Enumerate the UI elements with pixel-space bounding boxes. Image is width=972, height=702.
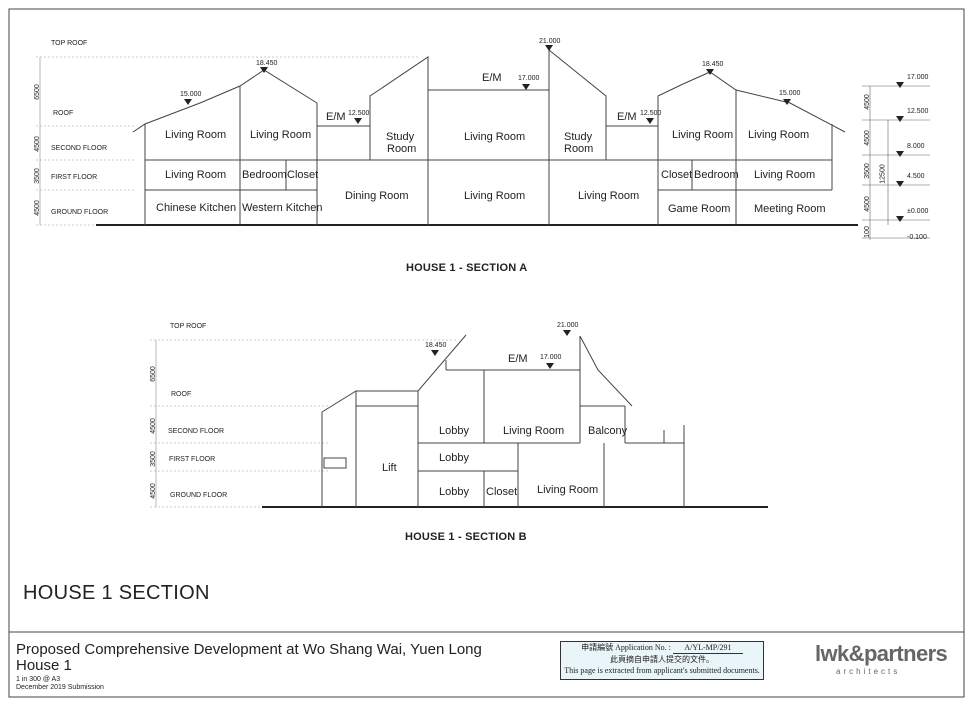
right-dim: 12500 — [879, 164, 887, 184]
room-label: Study — [386, 131, 415, 143]
section-b-drawing — [150, 334, 768, 508]
submission-date: December 2019 Submission — [16, 684, 104, 691]
section-b-left-dim: 3500 — [149, 451, 157, 467]
section-a-level-top-roof: TOP ROOF — [51, 40, 88, 47]
room-label: Meeting Room — [754, 203, 826, 215]
level-mark: 18.450 — [256, 60, 278, 67]
section-a-drawing — [36, 49, 930, 240]
room-label: Living Room — [672, 129, 734, 141]
level-mark: 15.000 — [180, 91, 202, 98]
room-label: Western Kitchen — [242, 202, 323, 214]
section-a-title: HOUSE 1 - SECTION A — [406, 262, 528, 274]
room-label: Living Room — [165, 169, 227, 181]
room-label: Room — [387, 143, 417, 155]
em-label: E/M — [326, 111, 346, 123]
level-mark: 17.000 — [518, 75, 540, 82]
section-a-level-ground-floor: GROUND FLOOR — [51, 209, 109, 216]
room-label: Lift — [382, 462, 397, 474]
room-label: Lobby — [439, 425, 469, 437]
title-block-border — [8, 631, 965, 698]
room-label: Living Room — [464, 131, 526, 143]
room-label: Closet — [287, 169, 319, 181]
application-number: A/YL-MP/291 — [672, 642, 743, 654]
room-label: Study — [564, 131, 593, 143]
stamp-label: 申請編號 Application No. : — [581, 643, 671, 652]
right-level: 4.500 — [907, 173, 925, 180]
room-label: Game Room — [668, 203, 731, 215]
room-label: Bedroom — [694, 169, 739, 181]
stamp-chinese-note: 此頁摘自申請人提交的文件。 — [610, 655, 714, 664]
right-dim: 4500 — [863, 130, 871, 146]
room-label: Living Room — [503, 425, 565, 437]
room-label: Living Room — [464, 190, 526, 202]
section-b-left-dim: 4500 — [149, 418, 157, 434]
level-mark: 12.500 — [640, 110, 662, 117]
room-label: Lobby — [439, 452, 469, 464]
room-label: Living Room — [165, 129, 227, 141]
project-title: Proposed Comprehensive Development at Wo… — [16, 641, 482, 658]
drawing-scale: 1 in 300 @ A3 — [16, 676, 61, 683]
section-b-left-dim: 6500 — [149, 366, 157, 382]
right-dim: 100 — [863, 226, 871, 238]
room-label: Living Room — [578, 190, 640, 202]
right-dim: 4500 — [863, 196, 871, 212]
level-mark: 18.450 — [425, 342, 447, 349]
section-b-level-top-roof: TOP ROOF — [170, 323, 207, 330]
level-mark: 21.000 — [557, 322, 579, 329]
right-level: 12.500 — [907, 108, 929, 115]
room-label: Closet — [486, 486, 518, 498]
section-a-left-dim: 4500 — [33, 136, 41, 152]
room-label: Closet — [661, 169, 693, 181]
level-mark: 21.000 — [539, 38, 561, 45]
room-label: Living Room — [754, 169, 816, 181]
company-logo: lwk&partners — [815, 641, 948, 666]
right-dim: 4500 — [863, 94, 871, 110]
room-label: Chinese Kitchen — [156, 202, 237, 214]
section-b-level-markers — [431, 330, 571, 369]
room-label: Dining Room — [345, 190, 409, 202]
right-level: 8.000 — [907, 143, 925, 150]
section-b-left-dim: 4500 — [149, 483, 157, 499]
right-level: ±0.000 — [907, 208, 929, 215]
sheet-title: HOUSE 1 SECTION — [23, 582, 210, 604]
room-label: Lobby — [439, 486, 469, 498]
room-label: Balcony — [588, 425, 628, 437]
level-mark: 17.000 — [540, 354, 562, 361]
right-level: -0.100 — [907, 234, 927, 241]
section-a-level-first-floor: FIRST FLOOR — [51, 174, 98, 181]
level-mark: 15.000 — [779, 90, 801, 97]
section-a-level-second-floor: SECOND FLOOR — [51, 145, 108, 152]
em-label: E/M — [482, 72, 502, 84]
em-label: E/M — [508, 353, 528, 365]
company-logo-subtitle: architects — [836, 667, 901, 676]
section-a-level-markers — [184, 45, 904, 222]
section-a-left-dim: 4500 — [33, 200, 41, 216]
section-b-level-second-floor: SECOND FLOOR — [168, 428, 225, 435]
room-label: Room — [564, 143, 594, 155]
section-b-level-ground-floor: GROUND FLOOR — [170, 492, 228, 499]
room-label: Living Room — [537, 484, 599, 496]
room-label: Bedroom — [242, 169, 287, 181]
room-label: Living Room — [250, 129, 312, 141]
room-label: Living Room — [748, 129, 810, 141]
project-subtitle: House 1 — [16, 657, 72, 674]
section-b-level-roof: ROOF — [171, 391, 192, 398]
section-a-left-dim: 6500 — [33, 84, 41, 100]
section-b-title: HOUSE 1 - SECTION B — [405, 531, 527, 543]
level-mark: 12.500 — [348, 110, 370, 117]
level-mark: 18.450 — [702, 61, 724, 68]
right-dim: 3500 — [863, 163, 871, 179]
section-a-level-roof: ROOF — [53, 110, 74, 117]
right-level: 17.000 — [907, 74, 929, 81]
em-label: E/M — [617, 111, 637, 123]
stamp-english-note: This page is extracted from applicant's … — [564, 666, 760, 675]
section-b-level-first-floor: FIRST FLOOR — [169, 456, 216, 463]
application-stamp: 申請編號 Application No. : A/YL-MP/291 此頁摘自申… — [560, 641, 764, 680]
section-a-left-dim: 3500 — [33, 168, 41, 184]
